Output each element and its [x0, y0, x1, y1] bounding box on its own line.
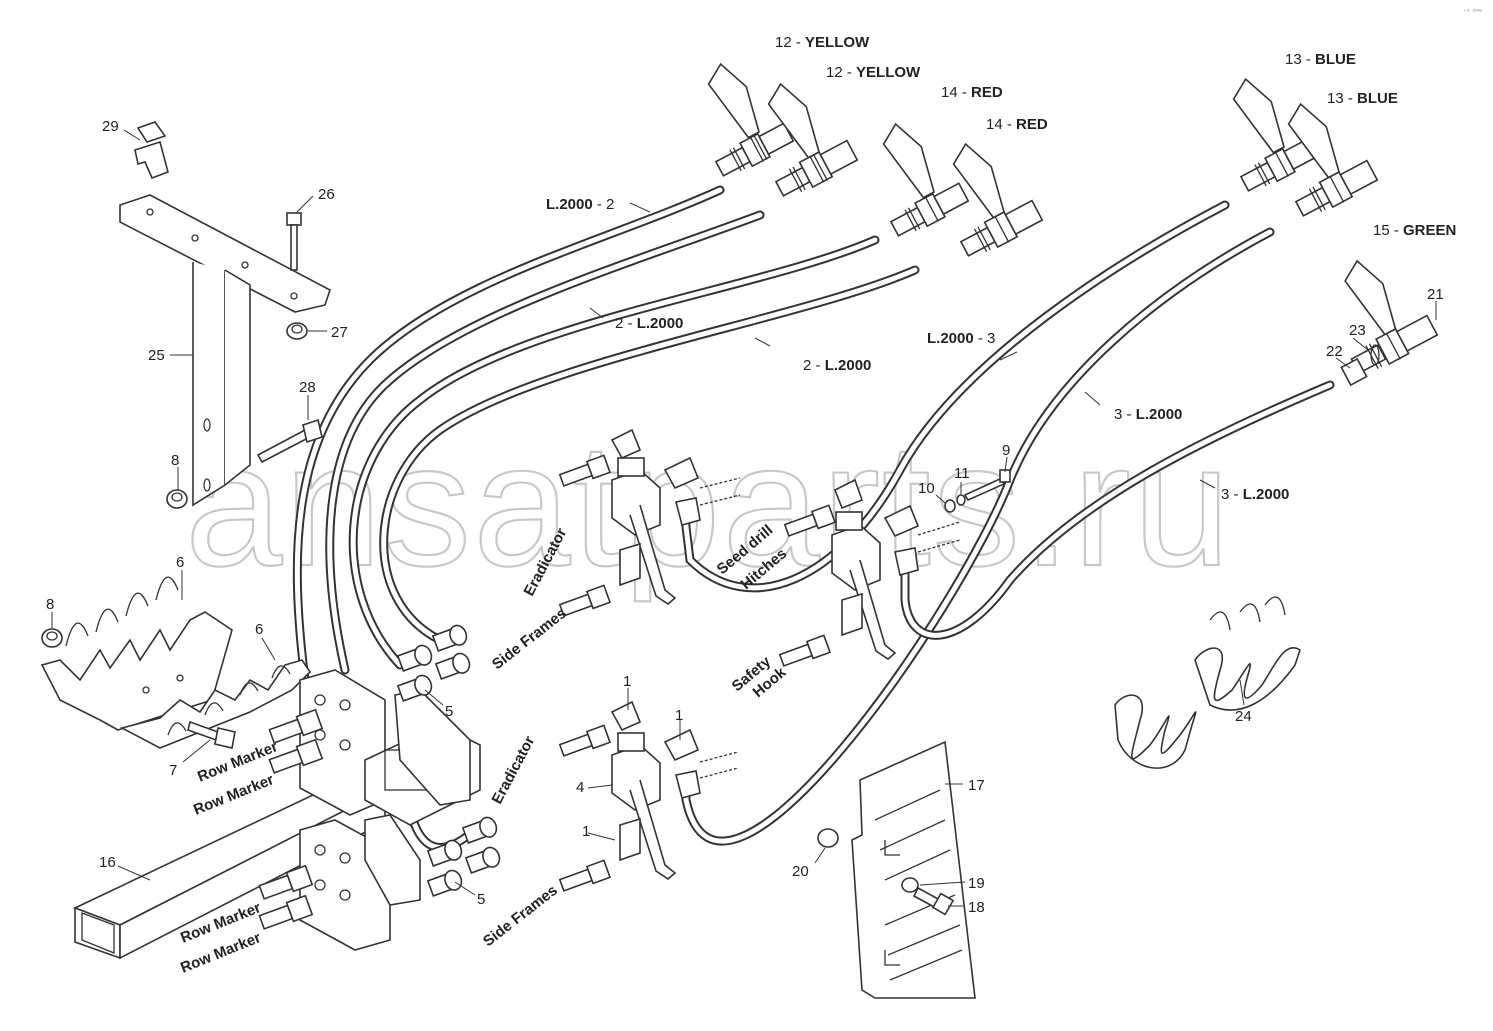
bolt-18: [912, 886, 955, 916]
part-number-20: 20: [792, 863, 809, 880]
part-number-6-a: 6: [176, 554, 184, 571]
part-number-17: 17: [968, 777, 985, 794]
part-number-18: 18: [968, 899, 985, 916]
part-number-19: 19: [968, 875, 985, 892]
part-number-25: 25: [148, 347, 165, 364]
decal-plate-17: [851, 740, 976, 999]
part-number-22: 22: [1326, 343, 1343, 360]
support-bracket-25: [119, 194, 331, 507]
label-hose-3-c: 3 - L.2000: [1221, 486, 1289, 503]
nut-8b: [41, 628, 63, 648]
ring-23: [1370, 344, 1380, 366]
label-13-blue-a: 13 - BLUE: [1285, 51, 1356, 68]
coupler-14b: [952, 142, 1044, 257]
part-number-21: 21: [1427, 286, 1444, 303]
coupler-13b: [1287, 102, 1379, 217]
nut-8a: [166, 489, 188, 509]
part-number-10: 10: [918, 480, 935, 497]
washer-19: [901, 877, 919, 893]
nut-20: [817, 828, 839, 848]
part-number-8-b: 8: [46, 596, 54, 613]
nut-22: [1340, 357, 1368, 387]
label-hose-2-b: 2 - L.2000: [615, 315, 683, 332]
part-number-11: 11: [954, 465, 970, 482]
label-hose-2-a: L.2000 - 2: [546, 196, 614, 213]
part-number-6-b: 6: [255, 621, 263, 638]
label-12-yellow-b: 12 - YELLOW: [826, 64, 921, 81]
part-number-23: 23: [1349, 322, 1366, 339]
caption-side-frames-bottom: Side Frames: [480, 882, 561, 950]
leader-lines: [51, 129, 1437, 907]
part-number-4: 4: [576, 779, 584, 796]
springs-24: [1114, 596, 1301, 769]
mount-plate-upper: [299, 669, 481, 826]
washer-11: [956, 494, 966, 506]
mount-plate-lower: [299, 814, 421, 951]
label-12-yellow-a: 12 - YELLOW: [775, 34, 870, 51]
part-number-1-b: 1: [675, 707, 683, 724]
part-number-29: 29: [102, 118, 119, 135]
label-hose-3-a: L.2000 - 3: [927, 330, 995, 347]
nut-27: [286, 322, 308, 340]
bolt-26: [286, 212, 302, 271]
part-number-8-a: 8: [171, 452, 179, 469]
part-number-7: 7: [169, 762, 177, 779]
part-number-26: 26: [318, 186, 335, 203]
part-number-1-a: 1: [623, 673, 631, 690]
hose-holder-6b: [119, 659, 312, 749]
part-number-5-b: 5: [477, 891, 485, 908]
part-number-27: 27: [331, 324, 348, 341]
label-hose-3-b: 3 - L.2000: [1114, 406, 1182, 423]
label-13-blue-b: 13 - BLUE: [1327, 90, 1398, 107]
valve-eradicator-bottom: [558, 700, 739, 892]
caption-eradicator-bottom: Eradicator: [489, 733, 539, 807]
bolt-28: [256, 418, 323, 464]
valve-eradicator-top: [558, 428, 741, 617]
label-14-red-a: 14 - RED: [941, 84, 1003, 101]
part-number-28: 28: [299, 379, 316, 396]
coupler-12b: [767, 82, 859, 197]
corner-mark: ᛫ᵒ ᵒᵒᵒ: [1462, 7, 1483, 16]
hose-holder-6a: [40, 576, 233, 731]
coupler-12a: [707, 62, 795, 177]
part-number-9: 9: [1002, 442, 1010, 459]
bolt-7: [187, 720, 236, 749]
part-number-24: 24: [1235, 708, 1252, 725]
label-hose-2-c: 2 - L.2000: [803, 357, 871, 374]
coupler-14a: [882, 122, 970, 237]
label-14-red-b: 14 - RED: [986, 116, 1048, 133]
valve-seed-drill: [778, 478, 961, 667]
caption-side-frames-top: Side Frames: [489, 605, 570, 673]
manifold-fittings-5: [396, 624, 501, 897]
clip-29: [134, 121, 169, 180]
part-number-16: 16: [99, 854, 116, 871]
nut-10: [944, 499, 956, 513]
hose-group: [292, 185, 1335, 852]
row-marker-fittings: [258, 708, 324, 930]
part-number-1-c: 1: [582, 823, 590, 840]
part-number-5-a: 5: [445, 703, 453, 720]
label-15-green: 15 - GREEN: [1373, 222, 1456, 239]
